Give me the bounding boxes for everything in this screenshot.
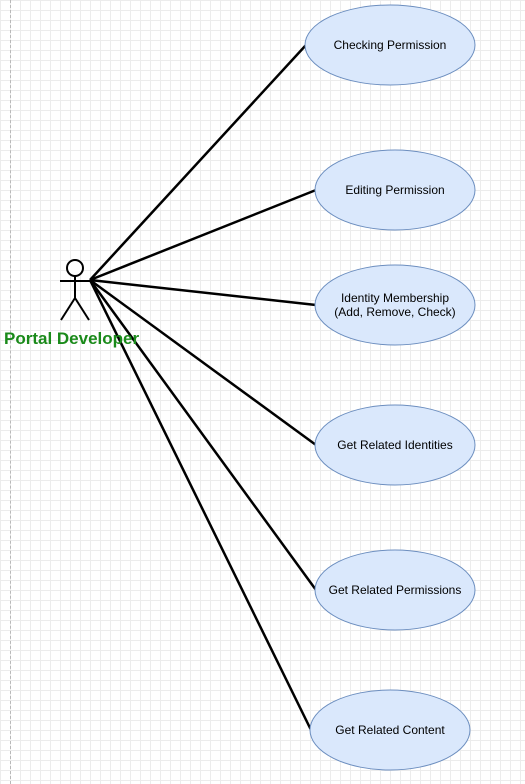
use-case-identity-membership[interactable]: Identity Membership(Add, Remove, Check) bbox=[314, 264, 476, 346]
use-case-editing-permission[interactable]: Editing Permission bbox=[314, 149, 476, 231]
use-case-get-related-content[interactable]: Get Related Content bbox=[309, 689, 471, 771]
association-line-get-related-permissions bbox=[88, 279, 318, 591]
actor-left-leg bbox=[60, 297, 76, 321]
use-case-ellipse bbox=[314, 404, 476, 486]
use-case-label: (Add, Remove, Check) bbox=[334, 305, 455, 319]
use-case-get-related-identities[interactable]: Get Related Identities bbox=[314, 404, 476, 486]
use-case-label: Get Related Identities bbox=[337, 438, 452, 452]
use-case-checking-permission[interactable]: Checking Permission bbox=[304, 4, 476, 86]
actor-head bbox=[66, 259, 84, 277]
actor-name: Portal Developer bbox=[4, 329, 140, 348]
association-line-get-related-identities bbox=[89, 278, 317, 447]
actor-stick-figure[interactable] bbox=[60, 259, 90, 321]
use-case-label: Get Related Permissions bbox=[329, 583, 462, 597]
use-case-label: Get Related Content bbox=[335, 723, 445, 737]
use-case-label: Checking Permission bbox=[334, 38, 447, 52]
association-line-get-related-content bbox=[88, 279, 313, 731]
use-case-ellipse bbox=[304, 4, 476, 86]
use-case-label: Editing Permission bbox=[345, 183, 444, 197]
association-line-editing-permission bbox=[89, 188, 317, 282]
actor-right-leg bbox=[74, 297, 90, 321]
use-case-ellipse bbox=[314, 264, 476, 346]
use-case-label: Identity Membership bbox=[341, 291, 449, 305]
use-case-ellipse bbox=[314, 149, 476, 231]
use-case-get-related-permissions[interactable]: Get Related Permissions bbox=[314, 549, 476, 631]
page-boundary bbox=[10, 0, 11, 784]
use-case-ellipse bbox=[314, 549, 476, 631]
use-case-ellipse bbox=[309, 689, 471, 771]
association-line-checking-permission bbox=[89, 44, 307, 281]
association-line-identity-membership bbox=[89, 278, 317, 307]
